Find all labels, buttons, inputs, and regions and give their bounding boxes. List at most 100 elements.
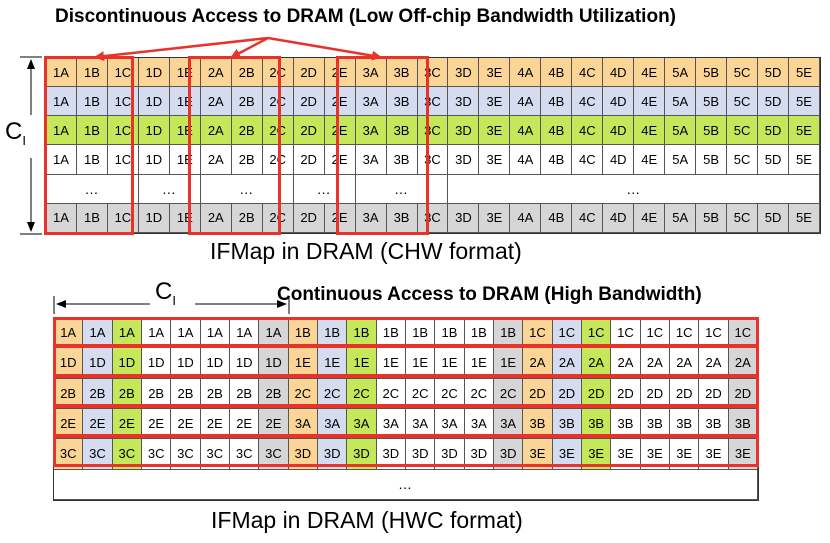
chw-cell: 2E <box>324 116 356 146</box>
chw-cell: 2D <box>293 116 325 146</box>
chw-ellipsis-cell: … <box>46 174 139 204</box>
hwc-cell: 1A <box>112 318 142 349</box>
hwc-cell: 2B <box>200 378 230 409</box>
chw-cell: 2E <box>324 145 356 175</box>
hwc-cell: 1B <box>376 318 406 349</box>
chw-cell: 1A <box>46 116 77 146</box>
hwc-cell: 2A <box>523 348 553 379</box>
hwc-cell: 1C <box>582 318 612 349</box>
chw-cell: 5D <box>758 116 790 146</box>
chw-cell: 1A <box>46 145 77 175</box>
chw-cell: 3E <box>479 87 511 117</box>
chw-cell: 5D <box>758 58 790 88</box>
chw-cell: 2B <box>231 58 263 88</box>
chw-cell: 3E <box>479 116 511 146</box>
hwc-cell: 1B <box>318 318 348 349</box>
chw-cell: 5C <box>727 87 759 117</box>
chw-cell: 3B <box>386 116 418 146</box>
cl-label-sub: I <box>22 133 26 148</box>
hwc-cell: 2A <box>699 348 729 379</box>
chw-cell: 1B <box>76 145 108 175</box>
chw-cell: 3A <box>355 145 387 175</box>
chw-cell: 4C <box>572 203 604 233</box>
chw-cell: 1D <box>138 145 170 175</box>
chw-cell: 5B <box>696 145 728 175</box>
chw-cell: 4D <box>603 145 635 175</box>
hwc-cell: 2B <box>112 378 142 409</box>
hwc-cell: 1E <box>347 348 377 379</box>
chw-cell: 4B <box>541 145 573 175</box>
hwc-cell: 2C <box>288 378 318 409</box>
hwc-cell: 2C <box>464 378 494 409</box>
chw-cell: 3B <box>386 145 418 175</box>
hwc-cell: 2D <box>640 378 670 409</box>
chw-cell: 2A <box>200 58 232 88</box>
top-cl-label: CI <box>5 118 26 148</box>
hwc-cell: 2A <box>728 348 758 379</box>
chw-cell: 5E <box>789 58 820 88</box>
cl-label-text: C <box>155 278 173 305</box>
chw-cell: 4D <box>603 87 635 117</box>
chw-cell: 5C <box>727 58 759 88</box>
chw-cell: 3E <box>479 145 511 175</box>
chw-cell: 5C <box>727 145 759 175</box>
chw-cell: 1D <box>138 87 170 117</box>
hwc-cell: 1E <box>376 348 406 379</box>
chw-cell: 4B <box>541 87 573 117</box>
chw-cell: 5A <box>665 87 697 117</box>
chw-cell: 4E <box>634 116 666 146</box>
hwc-cell: 1D <box>259 348 289 379</box>
bottom-cl-label: CI <box>155 278 176 308</box>
chw-cell: 3C <box>417 116 449 146</box>
chw-cell: 3D <box>448 87 480 117</box>
hwc-cell: 2B <box>171 378 201 409</box>
chw-cell: 2D <box>293 145 325 175</box>
hwc-cell: 1C <box>670 318 700 349</box>
chw-cell: 5A <box>665 116 697 146</box>
hwc-cell: 2B <box>83 378 113 409</box>
chw-cell: 2E <box>324 203 356 233</box>
hwc-cell: 1A <box>83 318 113 349</box>
cl-label-text: C <box>5 118 23 145</box>
chw-cell: 3B <box>386 87 418 117</box>
chw-cell: 5A <box>665 145 697 175</box>
chw-cell: 2B <box>231 87 263 117</box>
chw-cell: 3E <box>479 203 511 233</box>
chw-cell: 1E <box>169 145 201 175</box>
hwc-cell: 1D <box>142 348 172 379</box>
chw-cell: 1A <box>46 203 77 233</box>
chw-ellipsis-cell: … <box>293 174 356 204</box>
chw-cell: 5D <box>758 87 790 117</box>
hwc-cell: 2D <box>582 378 612 409</box>
chw-cell: 4C <box>572 145 604 175</box>
hwc-cell: 2A <box>611 348 641 379</box>
hwc-cell: 2C <box>494 378 524 409</box>
hwc-cell: 2B <box>142 378 172 409</box>
chw-cell: 5B <box>696 58 728 88</box>
hwc-cell: 2A <box>640 348 670 379</box>
hwc-cell: 1D <box>83 348 113 379</box>
chw-cell: 2B <box>231 145 263 175</box>
chw-cell: 1A <box>46 87 77 117</box>
chw-cell: 4A <box>510 203 542 233</box>
hwc-cell: 1D <box>200 348 230 379</box>
chw-cell: 3D <box>448 145 480 175</box>
chw-cell: 4E <box>634 87 666 117</box>
hwc-cell: 2D <box>523 378 553 409</box>
hwc-cell: 2C <box>376 378 406 409</box>
chw-cell: 4D <box>603 203 635 233</box>
hwc-cell: 1E <box>435 348 465 379</box>
chw-cell: 4C <box>572 116 604 146</box>
hwc-cell: 1D <box>54 348 84 379</box>
hwc-cell: 1C <box>552 318 582 349</box>
hwc-cell: 2B <box>230 378 260 409</box>
hwc-ellipsis-row: … <box>54 469 758 500</box>
chw-cell: 3B <box>386 58 418 88</box>
hwc-cell: 2D <box>552 378 582 409</box>
chw-cell: 2A <box>200 116 232 146</box>
chw-cell: 1E <box>169 87 201 117</box>
bottom-caption: IFMap in DRAM (HWC format) <box>211 507 523 533</box>
chw-cell: 5E <box>789 145 820 175</box>
chw-cell: 5A <box>665 58 697 88</box>
